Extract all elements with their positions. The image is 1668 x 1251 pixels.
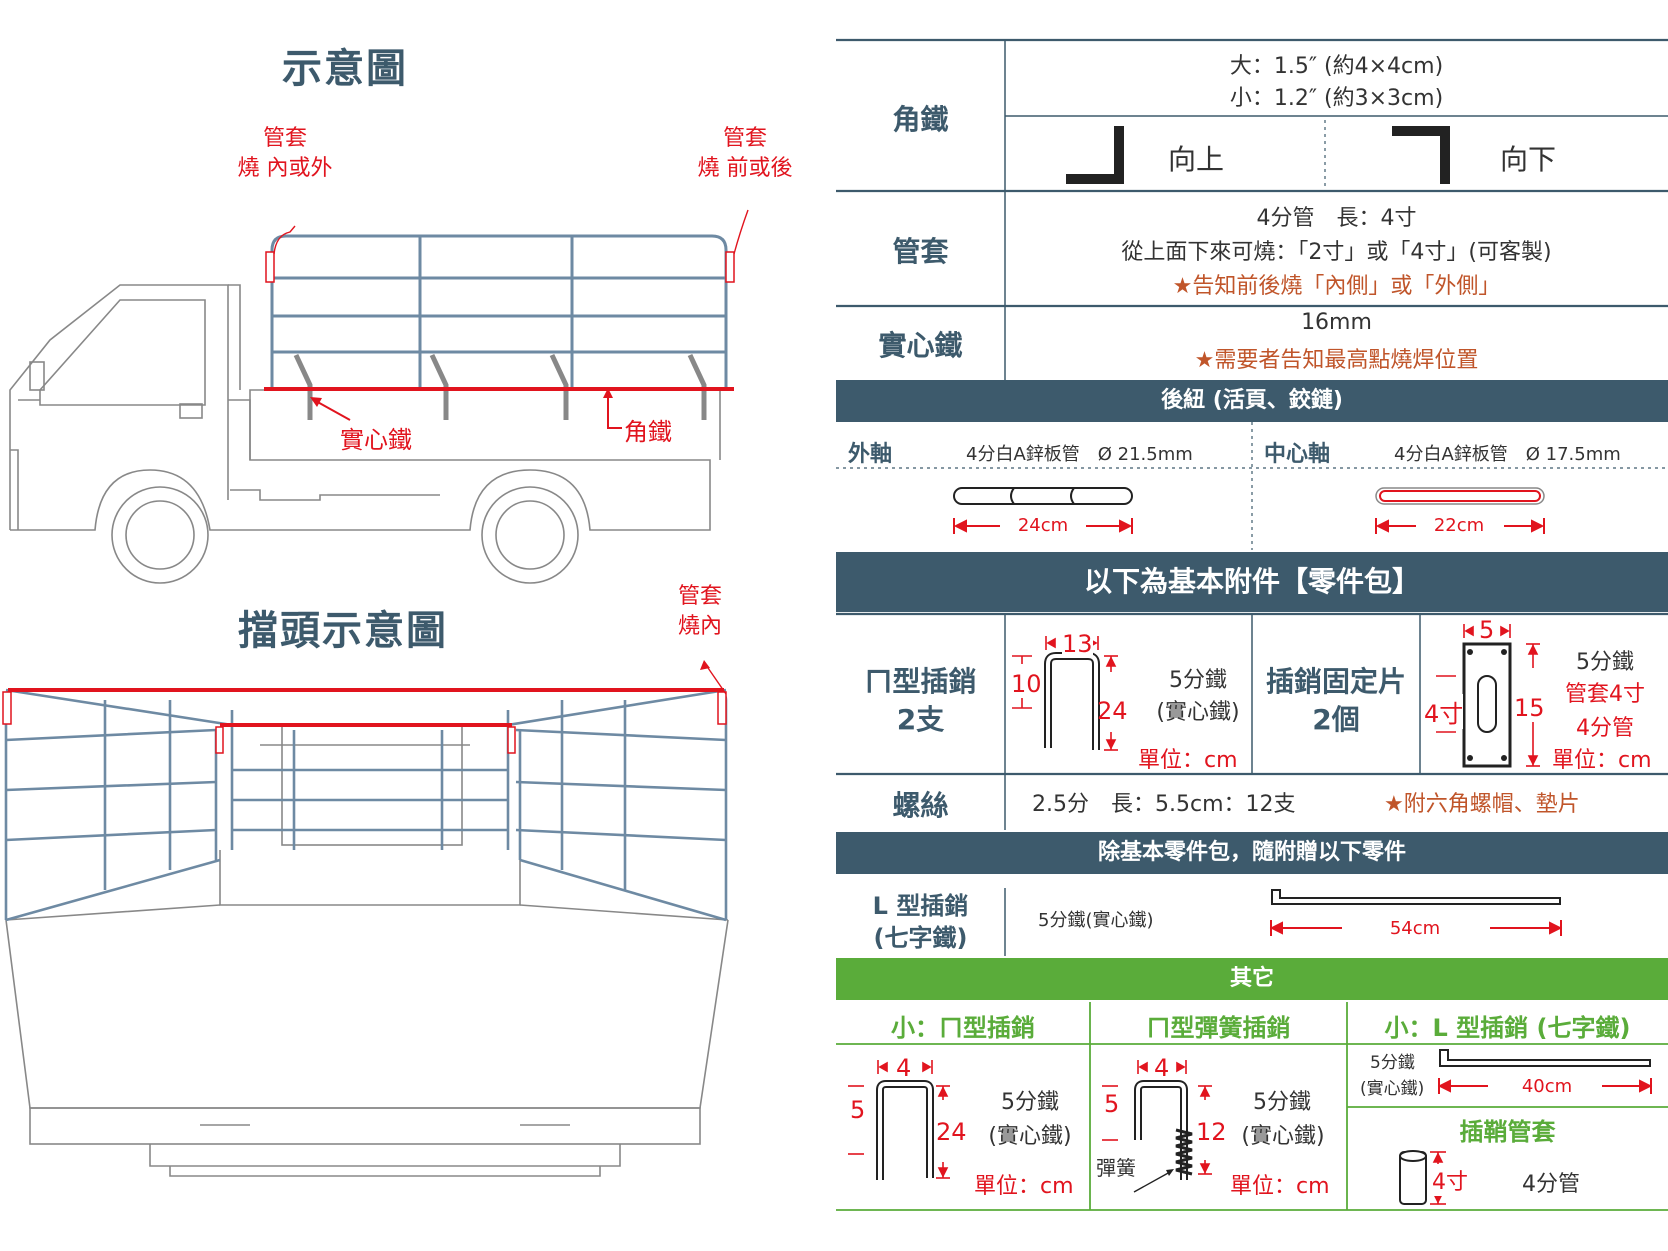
fixing-plate-sleeve: 管套4寸: [1565, 682, 1645, 707]
sleeve-label-line2: 燒 內或外: [237, 156, 333, 181]
spring-u-pin-width: 4: [1154, 1054, 1170, 1082]
spring-u-pin-unit: 單位：cm: [1230, 1174, 1330, 1199]
outer-axis-spec: 4分白A鋅板管 Ø 21.5mm: [966, 444, 1193, 465]
angle-up-label: 向上: [1168, 143, 1225, 176]
table-grid: [836, 38, 1668, 1211]
spring-label: 彈簧: [1096, 1156, 1136, 1180]
fixing-plate-qty: 2個: [1312, 703, 1360, 736]
sleeve-label-front-back: 管套 燒 前或後: [680, 124, 810, 184]
sleeve-line1: 4分管 長：4寸: [1256, 206, 1417, 231]
solid-iron-label: 實心鐵: [340, 426, 412, 454]
diagram-title: 示意圖: [282, 46, 408, 92]
sleeve-label-line2: 燒內: [677, 614, 722, 639]
parts-kit-bar: 以下為基本附件【零件包】: [836, 552, 1668, 612]
angle-small-spec: 小：1.2″ (約3×3cm): [1229, 86, 1444, 111]
outer-axis-label: 外軸: [848, 442, 893, 467]
angle-big-spec: 大：1.5″ (約4×4cm): [1229, 54, 1444, 79]
pin-sleeve-icon: [1399, 1150, 1446, 1205]
headboard-diagram-title: 擋頭示意圖: [238, 608, 448, 654]
angle-down-label: 向下: [1500, 143, 1557, 176]
sleeve-label-inside: 管套 燒內: [660, 582, 740, 642]
angle-iron-head: 角鐵: [892, 103, 949, 136]
fixing-plate-width: 5: [1479, 616, 1495, 644]
sleeve-label-line2: 燒 前或後: [697, 156, 793, 181]
fixing-plate-height: 15: [1514, 694, 1545, 722]
others-bar: 其它: [836, 958, 1668, 1000]
u-pin-name: ㄇ型插銷: [864, 665, 977, 698]
headboard-diagram: [2, 660, 729, 1177]
fixing-plate-material: 5分鐵: [1576, 650, 1634, 675]
angle-down-icon: [1392, 126, 1450, 184]
small-u-pin-icon: [848, 1060, 950, 1180]
sleeve-label-inner-outer: 管套 燒 內或外: [220, 124, 350, 184]
solid-iron-note: ★需要者告知最高點燒焊位置: [1194, 348, 1479, 373]
center-axis-spec: 4分白A鋅板管 Ø 17.5mm: [1394, 444, 1621, 465]
solid-iron-spec: 16mm: [1301, 310, 1372, 335]
small-u-pin-head: 小：ㄇ型插銷: [891, 1014, 1035, 1042]
l-pin-material: 5分鐵(實心鐵): [1038, 910, 1154, 931]
truck-side-diagram: [9, 209, 749, 584]
small-u-pin-unit: 單位：cm: [974, 1174, 1074, 1199]
l-pin-icon: [1269, 889, 1563, 936]
bonus-parts-bar: 除基本零件包，隨附贈以下零件: [836, 832, 1668, 874]
l-pin-alt-name: (七字鐵): [873, 924, 968, 952]
hinge-section-bar: 後紐 (活頁、鉸鏈): [836, 380, 1668, 422]
sleeve-head: 管套: [892, 235, 949, 268]
u-pin-material2: (實心鐵): [1156, 700, 1240, 725]
sleeve-line2: 從上面下來可燒：「2寸」或「4寸」(可客製): [1121, 240, 1552, 265]
l-pin-name: L 型插銷: [872, 892, 969, 920]
screw-head: 螺絲: [892, 789, 949, 822]
fixing-plate-name: 插銷固定片: [1265, 665, 1406, 698]
small-u-pin-length: 24: [936, 1118, 967, 1146]
u-pin-qty: 2支: [896, 703, 945, 736]
solid-iron-head: 實心鐵: [878, 329, 963, 362]
fixing-plate-pipe: 4分管: [1576, 716, 1634, 741]
screw-note: ★附六角螺帽、墊片: [1384, 792, 1580, 817]
small-u-pin-height: 5: [850, 1096, 866, 1124]
fixing-plate-icon: [1436, 624, 1540, 768]
small-u-pin-width: 4: [896, 1054, 912, 1082]
sleeve-note: ★告知前後燒「內側」或「外側」: [1172, 274, 1501, 299]
fixing-plate-sleeve-length: 4寸: [1424, 694, 1464, 729]
screw-spec: 2.5分 長：5.5cm：12支: [1032, 792, 1296, 817]
pin-sleeve-head: 插鞘管套: [1459, 1118, 1556, 1146]
u-pin-length: 24: [1097, 697, 1128, 725]
center-axis-icon: [1375, 487, 1545, 534]
small-l-pin-material2: (實心鐵): [1360, 1079, 1425, 1099]
sleeve-label-line1: 管套: [722, 126, 767, 151]
outer-axis-icon: [953, 487, 1133, 534]
sleeve-label-line1: 管套: [677, 584, 722, 609]
spring-u-pin-material: 5分鐵: [1253, 1090, 1311, 1115]
pin-sleeve-pipe: 4分管: [1522, 1172, 1580, 1197]
outer-axis-length: 24cm: [1017, 515, 1069, 536]
u-pin-material: 5分鐵: [1169, 668, 1227, 693]
small-l-pin-head: 小：L 型插銷 (七字鐵): [1384, 1014, 1631, 1042]
sleeve-label-line1: 管套: [262, 126, 307, 151]
small-u-pin-material: 5分鐵: [1001, 1090, 1059, 1115]
small-u-pin-material2: (實心鐵): [988, 1124, 1072, 1149]
spring-u-pin-length: 12: [1196, 1118, 1227, 1146]
u-pin-height: 10: [1011, 670, 1042, 698]
center-axis-length: 22cm: [1433, 515, 1485, 536]
spring-u-pin-head: ㄇ型彈簧插銷: [1146, 1014, 1291, 1042]
angle-iron-label: 角鐵: [624, 418, 672, 446]
spring-u-pin-material2: (實心鐵): [1241, 1124, 1325, 1149]
small-l-pin-icon: [1437, 1049, 1653, 1094]
u-pin-unit: 單位：cm: [1138, 748, 1238, 773]
u-pin-width: 13: [1062, 630, 1093, 658]
center-axis-label: 中心軸: [1264, 442, 1331, 467]
small-l-pin-material: 5分鐵: [1370, 1053, 1415, 1073]
l-pin-length: 54cm: [1389, 918, 1441, 939]
spring-u-pin-icon: [1102, 1060, 1212, 1193]
angle-up-icon: [1066, 126, 1124, 184]
fixing-plate-unit: 單位：cm: [1552, 748, 1652, 773]
pin-sleeve-length: 4寸: [1432, 1164, 1468, 1196]
small-l-pin-length: 40cm: [1521, 1076, 1573, 1097]
spring-u-pin-height: 5: [1104, 1090, 1120, 1118]
